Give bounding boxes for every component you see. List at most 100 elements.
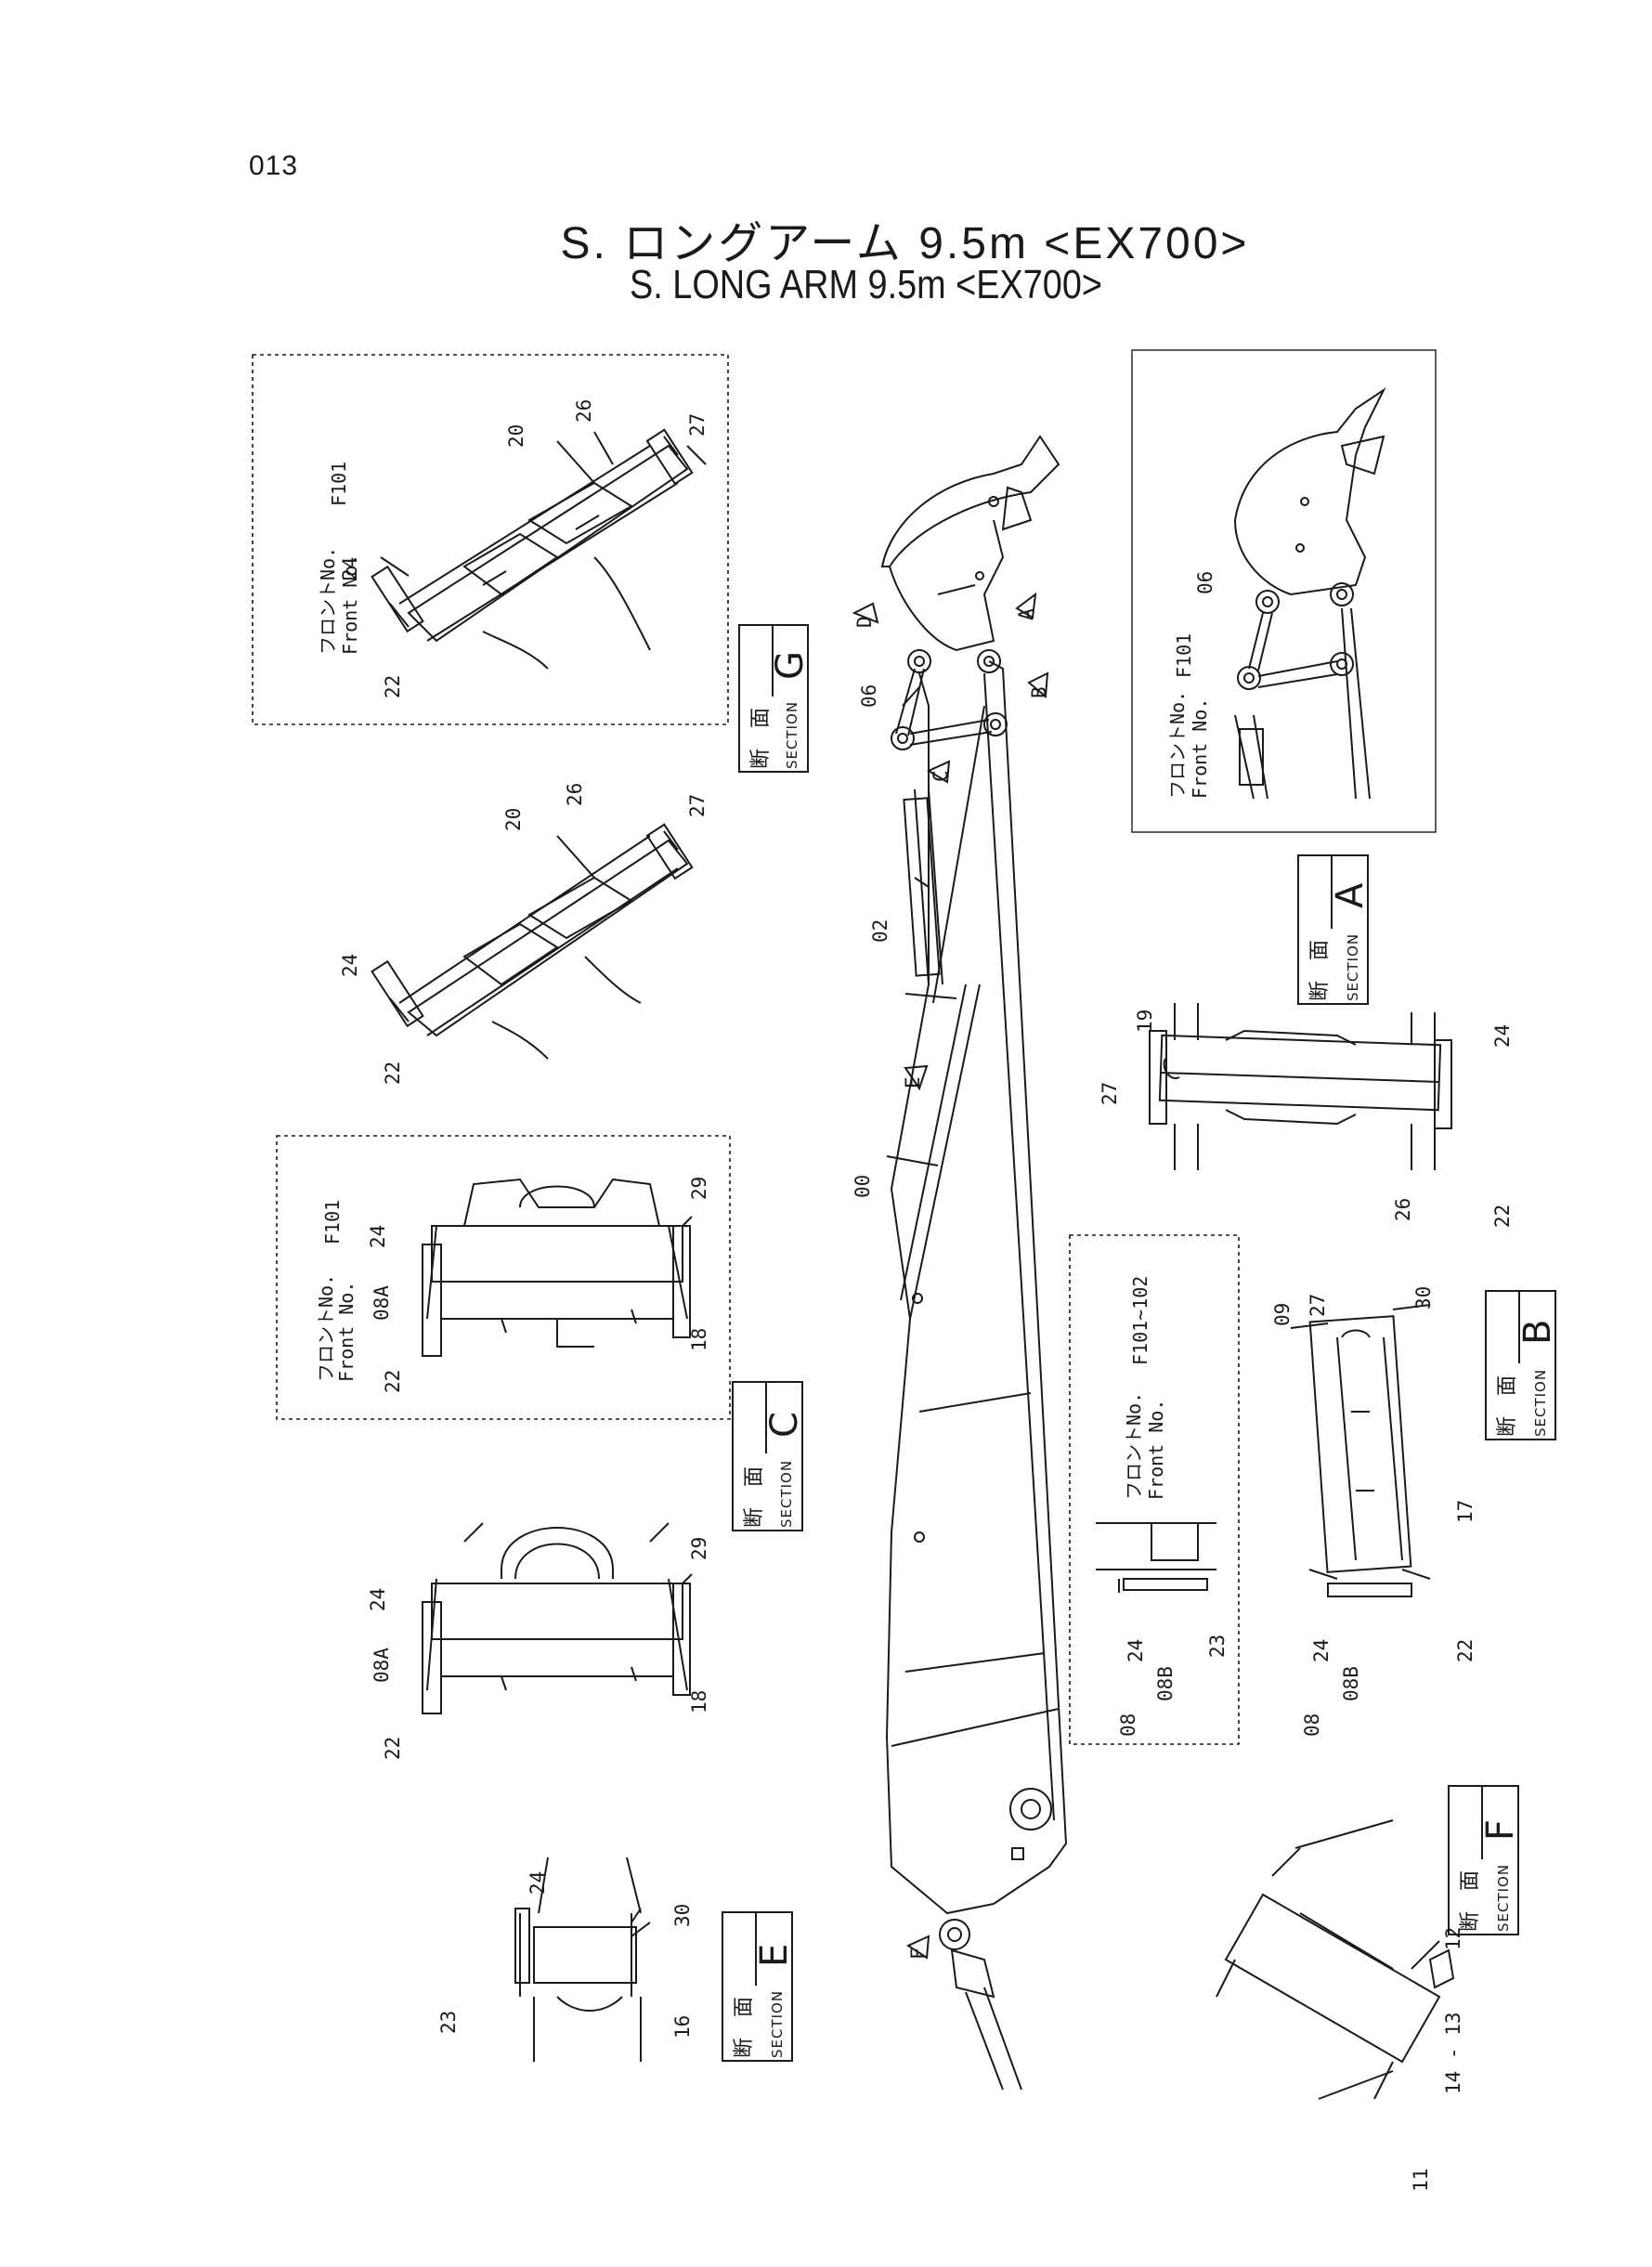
view-arrow-e xyxy=(904,1064,929,1091)
callout-29: 29 xyxy=(688,1177,710,1200)
callout-22: 22 xyxy=(1491,1205,1514,1228)
callout-19: 19 xyxy=(1134,1010,1156,1033)
section-a-kanji: 断 面 xyxy=(1308,940,1332,1001)
section-a-word: SECTION xyxy=(1345,933,1361,1001)
front-no-c: F101 xyxy=(321,1200,344,1244)
section-g-kanji: 断 面 xyxy=(749,708,773,769)
section-c-letter: C xyxy=(763,1412,806,1438)
front-no-jp-b: フロントNo. xyxy=(1123,1392,1145,1500)
section-e-word: SECTION xyxy=(769,1990,786,2058)
callout-11: 11 xyxy=(1410,2169,1432,2192)
section-g-letter: G xyxy=(769,651,812,680)
section-e-letter: E xyxy=(753,1944,796,1967)
callout-26: 26 xyxy=(1392,1198,1414,1221)
callout-26: 26 xyxy=(573,399,595,423)
callout-08: 08 xyxy=(1117,1713,1139,1737)
section-f-drawing xyxy=(1216,1819,1455,2100)
section-a-callouts: フロントNo. Front No. F101 06 xyxy=(1166,571,1216,799)
section-a-lower-drawing xyxy=(1149,1003,1452,1170)
section-b-callouts: 09 27 30 17 24 08B 22 08 xyxy=(1271,1286,1476,1737)
section-c-lower-drawing xyxy=(422,1522,691,1714)
section-a-lower-callouts: 19 27 24 26 22 xyxy=(1099,1010,1514,1228)
callout-24: 24 xyxy=(1310,1639,1333,1662)
callout-06: 06 xyxy=(858,684,880,708)
front-no-a: F101 xyxy=(1173,633,1195,678)
callout-18: 18 xyxy=(688,1690,710,1713)
section-label-e xyxy=(722,1911,793,2062)
section-c-kanji: 断 面 xyxy=(743,1466,766,1528)
callout-30: 30 xyxy=(1412,1286,1435,1309)
view-marker-e: E xyxy=(902,1076,924,1088)
front-no-en-b: Front No. xyxy=(1145,1400,1167,1500)
callout-08a: 08A xyxy=(371,1285,393,1321)
section-label-f xyxy=(1448,1785,1519,1935)
view-marker-d: D xyxy=(853,616,876,628)
front-no-b: F101~102 xyxy=(1129,1276,1151,1365)
view-arrow-a xyxy=(1015,592,1037,619)
callout-30: 30 xyxy=(671,1904,694,1927)
callout-20: 20 xyxy=(502,808,525,831)
front-no-g: F101 xyxy=(328,462,350,506)
view-marker-f: F xyxy=(907,1948,930,1960)
page-number: 013 xyxy=(249,150,299,181)
callout-23: 23 xyxy=(1206,1635,1229,1658)
main-arm-drawing xyxy=(852,435,1068,2091)
title-japanese: S. ロングアーム 9.5m <EX700> xyxy=(560,219,1250,268)
callout-27: 27 xyxy=(1307,1294,1329,1317)
callout-22: 22 xyxy=(382,1737,404,1760)
section-e-drawing xyxy=(514,1857,651,2062)
section-c-word: SECTION xyxy=(778,1460,795,1528)
callout-27: 27 xyxy=(686,413,709,436)
section-e-callouts: 24 30 23 16 xyxy=(437,1871,694,2039)
callout-24: 24 xyxy=(367,1588,389,1611)
section-c-frame xyxy=(276,1135,731,1420)
section-f-callouts: 12 14 - 13 11 xyxy=(1410,1927,1464,2192)
callout-20: 20 xyxy=(505,424,527,448)
callout-08b: 08B xyxy=(1340,1666,1362,1701)
callout-08: 08 xyxy=(1301,1713,1323,1737)
callout-24: 24 xyxy=(1125,1639,1147,1662)
front-no-jp-a: フロントNo. xyxy=(1166,691,1189,799)
section-b-letter: B xyxy=(1516,1320,1559,1345)
section-c-drawing xyxy=(422,1178,691,1357)
front-no-en-c: Front No. xyxy=(335,1282,358,1382)
section-label-b xyxy=(1485,1290,1556,1440)
callout-22: 22 xyxy=(382,675,404,698)
section-c-lower-callouts: 24 08A 22 29 18 xyxy=(367,1537,710,1760)
callout-23: 23 xyxy=(437,2011,460,2034)
callout-24: 24 xyxy=(527,1871,549,1895)
section-g-frame xyxy=(252,354,729,725)
callout-00: 00 xyxy=(852,1175,874,1198)
view-arrow-c xyxy=(926,760,951,784)
callout-29: 29 xyxy=(688,1537,710,1560)
callout-27: 27 xyxy=(686,794,709,817)
callout-24: 24 xyxy=(367,1225,389,1248)
view-arrow-b xyxy=(1027,671,1049,699)
callout-18: 18 xyxy=(688,1328,710,1351)
callout-02: 02 xyxy=(869,919,891,943)
callout-08b: 08B xyxy=(1154,1666,1177,1701)
view-marker-b: B xyxy=(1028,686,1050,698)
section-f-kanji: 断 面 xyxy=(1459,1870,1482,1932)
front-no-en-a: Front No. xyxy=(1189,698,1211,799)
section-a-drawing xyxy=(1234,387,1386,800)
front-no-jp-g: フロントNo. xyxy=(317,547,339,655)
front-no-en-g: Front No. xyxy=(339,554,361,655)
section-e-kanji: 断 面 xyxy=(733,1997,756,2058)
callout-24: 24 xyxy=(1491,1024,1514,1048)
callout-17: 17 xyxy=(1454,1500,1476,1523)
view-marker-a: A xyxy=(1015,608,1037,620)
section-g-drawing xyxy=(371,428,707,670)
section-a-letter: A xyxy=(1329,882,1372,908)
section-g-callouts: フロントNo. Front No. F101 26 27 20 24 22 xyxy=(317,399,709,698)
callout-26: 26 xyxy=(564,783,586,806)
section-g-lower-drawing xyxy=(371,823,694,1060)
view-marker-c: C xyxy=(930,770,952,782)
callout-06: 06 xyxy=(1194,571,1216,594)
section-a-frame xyxy=(1131,349,1437,833)
front-no-jp-c: フロントNo. xyxy=(315,1274,337,1382)
section-b-frame xyxy=(1069,1234,1240,1745)
callout-24: 24 xyxy=(339,557,361,580)
callout-16: 16 xyxy=(671,2015,694,2039)
